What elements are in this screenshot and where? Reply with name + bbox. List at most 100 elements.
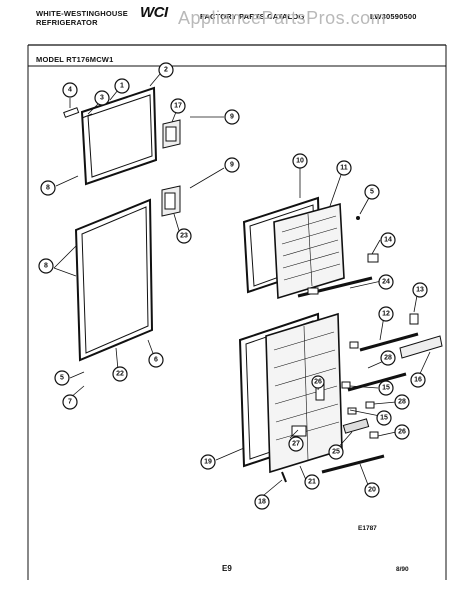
svg-text:15: 15 — [380, 415, 388, 422]
svg-text:13: 13 — [416, 287, 424, 294]
svg-text:26: 26 — [398, 429, 406, 436]
callout-numbers: 1 2 3 4 9 17 8 9 23 8 6 22 5 7 10 11 5 1… — [44, 67, 424, 506]
date-code: 8/90 — [396, 566, 409, 573]
svg-text:10: 10 — [296, 158, 304, 165]
svg-text:7: 7 — [68, 399, 72, 406]
svg-text:19: 19 — [204, 459, 212, 466]
callout-26 — [394, 424, 410, 440]
callout-27 — [288, 436, 304, 452]
callout-19 — [200, 454, 216, 470]
door-shelf-bar-middle — [347, 372, 407, 392]
callout-8b — [38, 258, 54, 274]
brand-line-2: REFRIGERATOR — [36, 18, 98, 27]
svg-text:2: 2 — [164, 67, 168, 74]
callout-13 — [412, 282, 428, 298]
callout-23 — [176, 228, 192, 244]
svg-text:28: 28 — [384, 355, 392, 362]
callout-16 — [410, 372, 426, 388]
svg-text:26: 26 — [314, 379, 322, 386]
callout-5b — [364, 184, 380, 200]
callout-markers — [38, 62, 428, 510]
svg-text:14: 14 — [384, 237, 392, 244]
svg-text:5: 5 — [370, 189, 374, 196]
catalog-title: FACTORY PARTS CATALOG — [200, 12, 305, 21]
leader-lines — [53, 73, 431, 501]
hinge-bracket-lower — [161, 185, 181, 217]
fresh-food-door-gasket — [74, 198, 154, 362]
freezer-door-gasket — [80, 86, 158, 186]
callout-8a — [40, 180, 56, 196]
callout-7 — [62, 394, 78, 410]
svg-text:21: 21 — [308, 479, 316, 486]
callout-4 — [62, 82, 78, 98]
callout-2 — [158, 62, 174, 78]
callout-28a — [380, 350, 396, 366]
callout-10 — [292, 153, 308, 169]
drawing-code: E1787 — [358, 525, 377, 532]
svg-text:1: 1 — [120, 83, 124, 90]
wci-logo: WCI — [140, 4, 168, 21]
svg-text:6: 6 — [154, 357, 158, 364]
svg-text:3: 3 — [100, 95, 104, 102]
svg-text:18: 18 — [258, 499, 266, 506]
svg-text:20: 20 — [368, 487, 376, 494]
callout-28b — [394, 394, 410, 410]
part-3-screw — [81, 113, 93, 119]
callout-14 — [380, 232, 396, 248]
callout-1 — [114, 78, 130, 94]
callout-24 — [378, 274, 394, 290]
callout-11 — [336, 160, 352, 176]
door-shelf-bar-bottom — [321, 454, 385, 474]
svg-text:8: 8 — [44, 263, 48, 270]
svg-text:9: 9 — [230, 114, 234, 121]
svg-text:25: 25 — [332, 449, 340, 456]
callout-25 — [328, 444, 344, 460]
callout-26b — [311, 375, 325, 389]
callout-3 — [94, 90, 110, 106]
door-shelf-bar-upper — [359, 332, 419, 352]
svg-text:22: 22 — [116, 371, 124, 378]
freezer-door-assembly — [242, 196, 345, 300]
svg-text:8: 8 — [46, 185, 50, 192]
part-14-clip — [367, 253, 379, 263]
callout-9c — [224, 157, 240, 173]
svg-text:17: 17 — [174, 103, 182, 110]
part-4-handle-piece — [63, 107, 80, 118]
svg-text:5: 5 — [60, 375, 64, 382]
brand-line-1: WHITE-WESTINGHOUSE — [36, 9, 128, 18]
hinge-bracket-upper — [162, 119, 181, 149]
callout-15b — [376, 410, 392, 426]
svg-text:23: 23 — [180, 233, 188, 240]
page-code: E9 — [222, 564, 232, 573]
rail-clip — [307, 287, 319, 295]
callout-15a — [378, 380, 394, 396]
svg-text:27: 27 — [292, 441, 300, 448]
svg-text:16: 16 — [414, 377, 422, 384]
callout-6a — [148, 352, 164, 368]
callout-12 — [378, 306, 394, 322]
part-13-bracket — [409, 313, 419, 325]
callout-5a — [54, 370, 70, 386]
callout-22 — [112, 366, 128, 382]
part-25-cover — [342, 418, 370, 434]
callout-21 — [304, 474, 320, 490]
svg-text:9: 9 — [230, 162, 234, 169]
fresh-food-door-assembly — [238, 312, 343, 474]
part-18-screw — [281, 471, 287, 483]
svg-text:24: 24 — [382, 279, 390, 286]
part-5-screw — [356, 216, 360, 220]
part-16-butter-door — [399, 335, 443, 359]
watermark: AppliancePartsPros.com — [178, 8, 387, 28]
svg-text:15: 15 — [382, 385, 390, 392]
callout-20 — [364, 482, 380, 498]
svg-text:28: 28 — [398, 399, 406, 406]
model-label: MODEL RT176MCW1 — [36, 55, 114, 64]
svg-text:11: 11 — [340, 165, 348, 172]
svg-text:12: 12 — [382, 311, 390, 318]
callout-9a — [224, 109, 240, 125]
catalog-number: LW30590500 — [370, 12, 417, 21]
callout-17 — [170, 98, 186, 114]
svg-text:4: 4 — [68, 87, 72, 94]
